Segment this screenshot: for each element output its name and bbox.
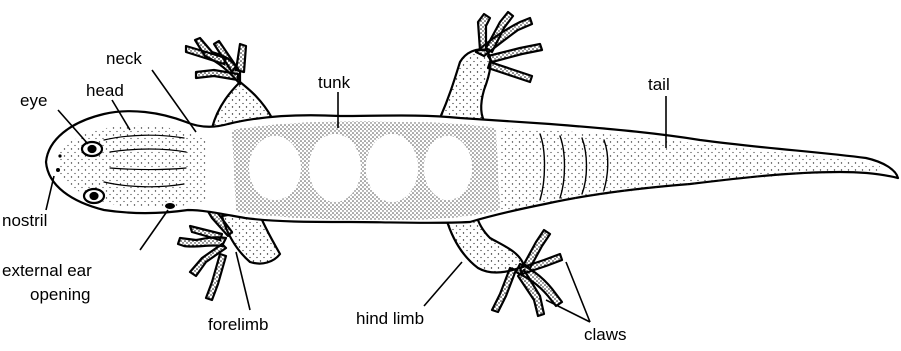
- label-trunk: tunk: [318, 73, 351, 92]
- upper-hind-limb: [440, 50, 490, 125]
- label-head: head: [86, 81, 124, 100]
- label-nostril: nostril: [2, 211, 47, 230]
- nostril-leader: [46, 176, 54, 210]
- label-claws: claws: [584, 325, 627, 344]
- eye-icon: [82, 142, 102, 156]
- claws-leader-1: [546, 300, 590, 322]
- label-external-ear: external ear: [2, 261, 92, 280]
- ear-leader: [140, 210, 168, 250]
- lizard-illustration: [46, 12, 898, 316]
- lower-fore-foot: [178, 206, 232, 300]
- label-hind-limb: hind limb: [356, 309, 424, 328]
- second-eye-icon: [84, 189, 104, 203]
- upper-fore-foot: [186, 38, 246, 84]
- label-tail: tail: [648, 75, 670, 94]
- nostril-dot-2: [58, 154, 61, 157]
- nostril-dot: [56, 168, 60, 172]
- claws-leader-2: [566, 262, 590, 322]
- label-eye: eye: [20, 91, 47, 110]
- label-forelimb: forelimb: [208, 315, 268, 334]
- hind-limb-leader: [424, 262, 462, 306]
- ear-opening: [165, 203, 175, 209]
- label-opening: opening: [30, 285, 91, 304]
- label-neck: neck: [106, 49, 142, 68]
